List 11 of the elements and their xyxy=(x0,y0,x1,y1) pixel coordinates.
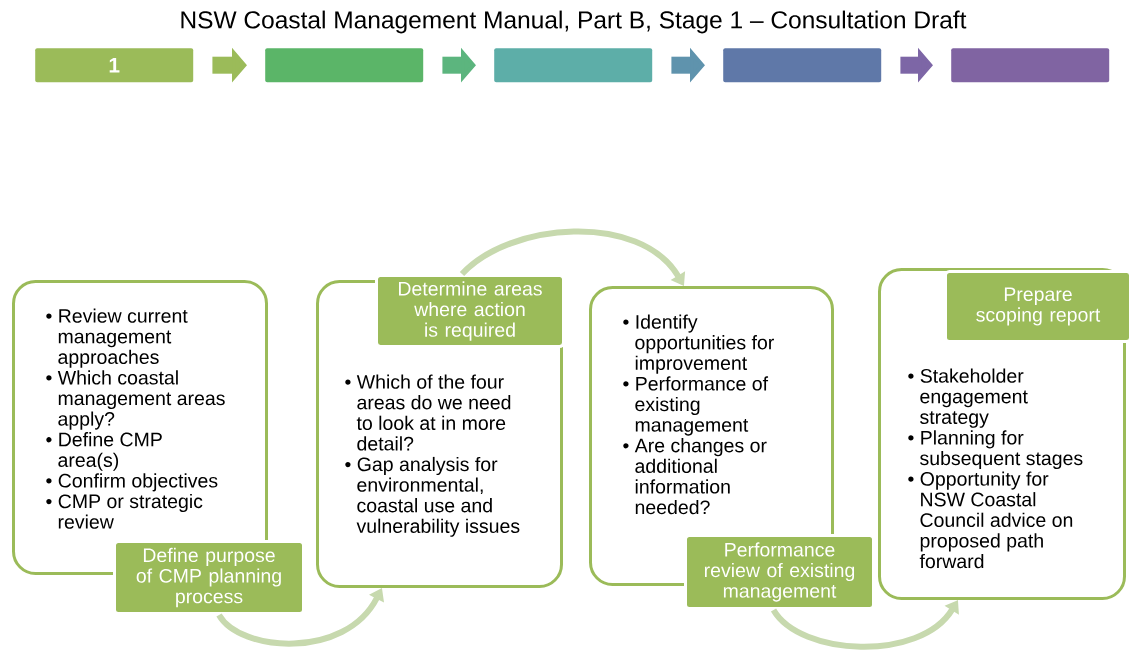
step-bar xyxy=(723,48,882,83)
step-bar: 1 xyxy=(35,48,194,83)
curved-arrow xyxy=(460,228,686,286)
heading-box: Determine areas where action is required xyxy=(375,274,565,348)
heading-box: Define purpose of CMP planning process xyxy=(113,540,305,615)
step-bar xyxy=(951,48,1110,83)
step-bar xyxy=(265,48,424,83)
curved-arrow xyxy=(771,600,959,650)
heading-box: Performance review of existing management xyxy=(684,534,875,610)
title: NSW Coastal Management Manual, Part B, Stage 1 – Consultation Draft xyxy=(181,10,967,34)
step-bar xyxy=(494,48,653,83)
